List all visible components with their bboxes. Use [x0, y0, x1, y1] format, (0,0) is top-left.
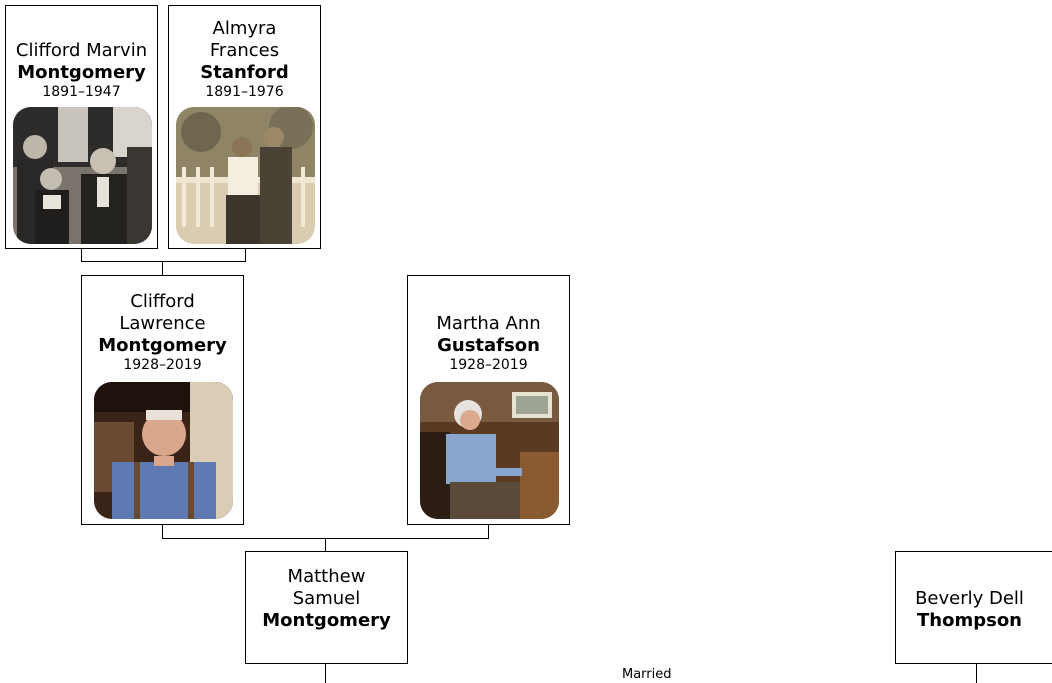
given-name-line-1: Clifford [130, 291, 195, 312]
given-name-line-1: Almyra [212, 18, 277, 39]
portrait-photo[interactable] [176, 107, 315, 244]
life-dates: 1928–2019 [449, 357, 528, 373]
connector-line [488, 525, 489, 538]
given-name: Beverly Dell [915, 588, 1024, 609]
given-name: Martha Ann [436, 313, 541, 334]
surname: Montgomery [17, 62, 146, 83]
portrait-photo[interactable] [13, 107, 152, 244]
given-name-line-2: Samuel [292, 588, 361, 609]
portrait-photo[interactable] [420, 382, 559, 519]
connector-line [162, 525, 163, 538]
connector-line [325, 538, 326, 551]
connector-line [325, 663, 326, 683]
surname: Thompson [917, 610, 1022, 631]
life-dates: 1891–1947 [42, 84, 121, 100]
person-card-beverly-dell-thompson[interactable]: Beverly Dell Thompson [895, 551, 1052, 664]
connector-line [162, 261, 163, 275]
given-name-line-1: Matthew [287, 566, 366, 587]
relationship-label: Married [622, 667, 672, 682]
connector-line [245, 248, 246, 261]
given-name-line-2: Frances [209, 40, 280, 61]
connector-line [976, 663, 977, 683]
surname: Gustafson [437, 335, 540, 356]
life-dates: 1928–2019 [123, 357, 202, 373]
surname: Montgomery [262, 610, 391, 631]
surname: Montgomery [98, 335, 227, 356]
connector-line [81, 261, 246, 262]
person-card-clifford-marvin-montgomery[interactable]: Clifford Marvin Montgomery 1891–1947 [5, 5, 158, 249]
surname: Stanford [200, 62, 289, 83]
person-card-matthew-samuel-montgomery[interactable]: Matthew Samuel Montgomery [245, 551, 408, 664]
person-card-clifford-lawrence-montgomery[interactable]: Clifford Lawrence Montgomery 1928–2019 [81, 275, 244, 525]
life-dates: 1891–1976 [205, 84, 284, 100]
given-name: Clifford Marvin [15, 40, 148, 61]
connector-line [81, 248, 82, 261]
given-name-line-2: Lawrence [119, 313, 206, 334]
person-card-almyra-frances-stanford[interactable]: Almyra Frances Stanford 1891–1976 [168, 5, 321, 249]
portrait-photo[interactable] [94, 382, 233, 519]
person-card-martha-ann-gustafson[interactable]: Martha Ann Gustafson 1928–2019 [407, 275, 570, 525]
